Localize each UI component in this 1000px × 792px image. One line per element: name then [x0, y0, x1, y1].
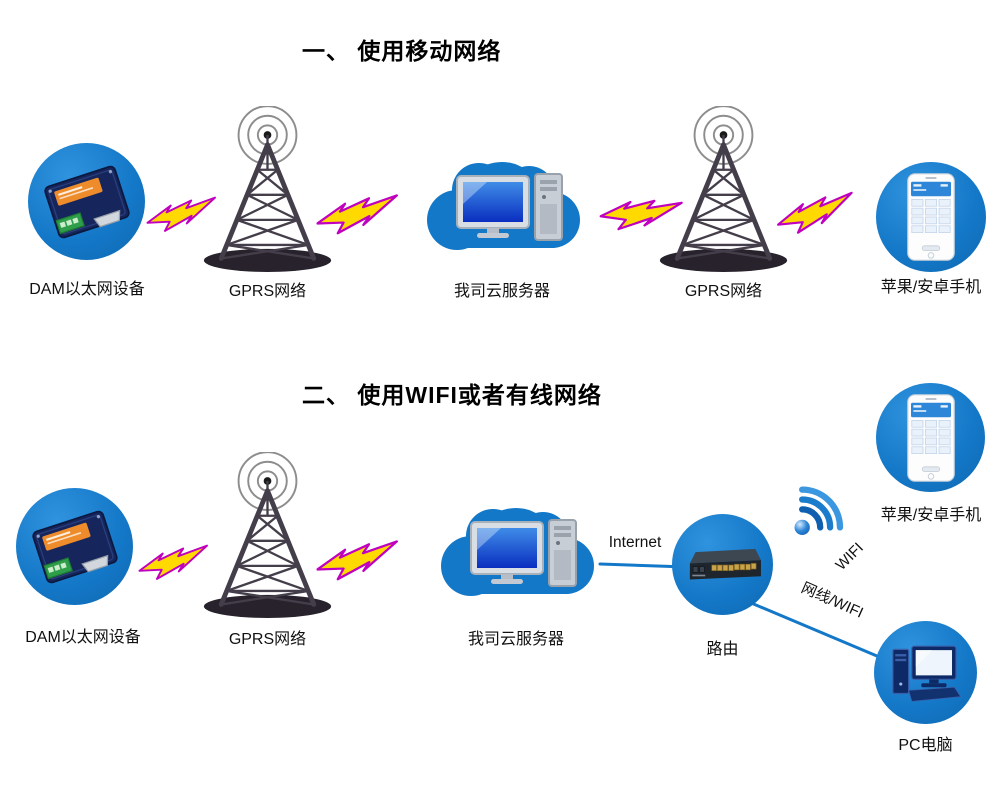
dam-device-node — [28, 143, 145, 260]
router-switch-icon — [689, 548, 761, 580]
gprs-network-label: GPRS网络 — [684, 283, 763, 300]
cloud-server-label: 我司云服务器 — [467, 631, 564, 648]
dam-device-icon — [43, 165, 130, 238]
gprs-network-label: GPRS网络 — [228, 631, 307, 648]
desktop-pc-icon — [891, 645, 961, 702]
wifi-signal-icon — [794, 486, 844, 536]
lightning-bolt-icon — [599, 199, 683, 231]
pc-node — [874, 621, 977, 724]
phone-label: 苹果/安卓手机 — [880, 507, 982, 524]
smartphone-node — [876, 162, 986, 272]
smartphone-icon — [906, 393, 955, 482]
smartphone-node — [876, 383, 985, 492]
lightning-bolt-icon — [146, 196, 216, 232]
dam-device-label: DAM以太网设备 — [25, 629, 141, 646]
dam-device-label: DAM以太网设备 — [29, 281, 145, 298]
smartphone-icon — [907, 173, 955, 261]
lightning-bolt-icon — [316, 194, 398, 235]
cloud-server-label: 我司云服务器 — [453, 283, 550, 300]
lightning-bolt-icon — [776, 191, 853, 234]
radio-tower-icon — [203, 106, 332, 272]
section2-title: 二、 使用WIFI或者有线网络 — [302, 382, 602, 408]
pc-label: PC电脑 — [898, 737, 953, 754]
router-label: 路由 — [706, 641, 739, 658]
lightning-bolt-icon — [138, 544, 208, 580]
section1-title: 一、 使用移动网络 — [302, 38, 502, 64]
radio-tower-icon — [659, 106, 788, 272]
cloud-server-icon — [441, 508, 594, 596]
gprs-network-label: GPRS网络 — [228, 283, 307, 300]
cloud-server-icon — [427, 162, 580, 250]
phone-label: 苹果/安卓手机 — [880, 279, 982, 296]
radio-tower-icon — [203, 452, 332, 618]
internet-label: Internet — [608, 534, 662, 551]
dam-device-icon — [31, 510, 118, 583]
router-node — [672, 514, 773, 615]
dam-device-node — [16, 488, 133, 605]
lightning-bolt-icon — [316, 540, 398, 581]
